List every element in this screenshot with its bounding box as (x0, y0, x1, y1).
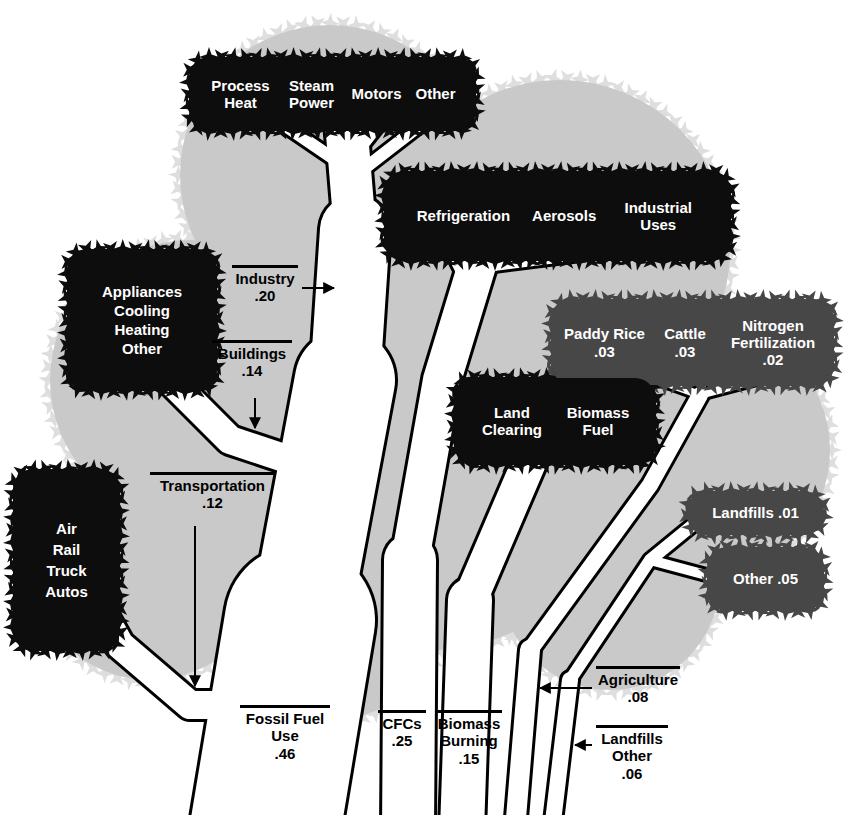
cluster-text: Paddy Rice .03 (562, 325, 647, 360)
trunk (515, 650, 530, 815)
trunk (300, 380, 345, 620)
cluster-text: Other (415, 85, 455, 102)
trunk (552, 680, 570, 815)
branch (570, 515, 705, 680)
cluster-text: Appliances (102, 283, 182, 300)
trunk (408, 560, 410, 815)
cluster-text: Autos (45, 583, 88, 600)
branch (570, 515, 705, 680)
branch-label: Transportation.12 (150, 472, 275, 512)
branch-value: .46 (275, 745, 296, 762)
foliage-outline (189, 57, 476, 131)
branch-name: Industry (232, 265, 298, 287)
branch-value: .20 (255, 287, 276, 304)
branch-name: CFCs (378, 710, 426, 732)
foliage-cluster: Refrigeration Aerosols Industrial Uses (385, 172, 730, 260)
trunk (470, 460, 530, 600)
branch-name: Agriculture (596, 666, 680, 688)
branch-name: Transportation (150, 472, 275, 494)
trunk (300, 380, 345, 620)
branch-value: .15 (459, 750, 480, 767)
cluster-text: Other .05 (733, 570, 798, 587)
cluster-text: Nitrogen Fertilization .02 (723, 317, 823, 369)
branch-value: .25 (392, 732, 413, 749)
branch-label: Industry.20 (232, 265, 298, 305)
branch-name: Fossil Fuel Use (240, 705, 330, 745)
branch-label: Fossil Fuel Use.46 (240, 705, 330, 762)
branch-value: .08 (628, 688, 649, 705)
branch-value: .06 (622, 765, 643, 782)
foliage-outline (454, 377, 656, 465)
cluster-text: Refrigeration (417, 207, 510, 224)
foliage-outline (551, 299, 834, 386)
foliage-fringe (3, 47, 844, 661)
cluster-text: Other (122, 340, 162, 357)
branch-value: .12 (202, 494, 223, 511)
trunk (462, 600, 470, 815)
foliage-cluster: AirRailTruckAutos (14, 470, 119, 650)
branch-label: Landfills Other.06 (596, 725, 668, 782)
foliage-cluster: Landfills .01 (688, 492, 823, 534)
leader-arrow (575, 744, 592, 746)
leader-arrow (194, 526, 196, 686)
trunk-outline (95, 105, 775, 815)
foliage-outline (13, 469, 120, 651)
leader-arrow (302, 287, 334, 289)
trunk-fill (95, 105, 775, 815)
cluster-text: Process Heat (209, 77, 271, 112)
cluster-text: Rail (53, 541, 81, 558)
leader-lines (195, 288, 592, 745)
foliage-cluster: Process Heat Steam Power Motors Other (190, 58, 475, 130)
cluster-text: Heating (114, 321, 169, 338)
leader-arrow (540, 687, 592, 689)
branch-label: Agriculture.08 (596, 666, 680, 706)
foliage-outline (707, 547, 824, 611)
foliage-cluster: AppliancesCoolingHeatingOther (68, 250, 216, 390)
trunk (408, 560, 410, 815)
trunk (345, 230, 355, 380)
foliage-cluster: Paddy Rice .03 Cattle .03 Nitrogen Fertili… (552, 300, 833, 385)
cluster-text: Air (56, 520, 77, 537)
leader-arrow (254, 398, 256, 428)
cluster-text: Biomass Fuel (562, 404, 634, 439)
cluster-text: Aerosols (532, 207, 596, 224)
cluster-text: Steam Power (285, 77, 337, 112)
trunk (552, 680, 570, 815)
branch-label: Biomass Burning.15 (436, 710, 502, 767)
foliage-cluster: Other .05 (708, 548, 823, 610)
foliage-outline (67, 249, 217, 391)
branch-label: CFCs.25 (378, 710, 426, 750)
trunk (462, 600, 470, 815)
cluster-text: Motors (351, 85, 401, 102)
branch-name: Biomass Burning (436, 710, 502, 750)
branch-name: Buildings (212, 340, 292, 362)
branch (95, 600, 285, 705)
cluster-text: Truck (46, 562, 86, 579)
foliage-cluster: Land Clearing Biomass Fuel (455, 378, 655, 464)
cluster-text: Landfills .01 (712, 504, 799, 521)
trunk (470, 460, 530, 600)
branch-name: Landfills Other (596, 725, 668, 765)
branch-label: Buildings.14 (212, 340, 292, 380)
cluster-text: Industrial Uses (618, 199, 698, 234)
foliage-outline (687, 491, 824, 535)
branch-value: .14 (242, 362, 263, 379)
cluster-text: Land Clearing (476, 404, 548, 439)
trunk (345, 230, 355, 380)
cluster-text: Cooling (114, 302, 170, 319)
cluster-text: Cattle .03 (659, 325, 711, 360)
foliage-outline (384, 171, 731, 261)
trunk (515, 650, 530, 815)
